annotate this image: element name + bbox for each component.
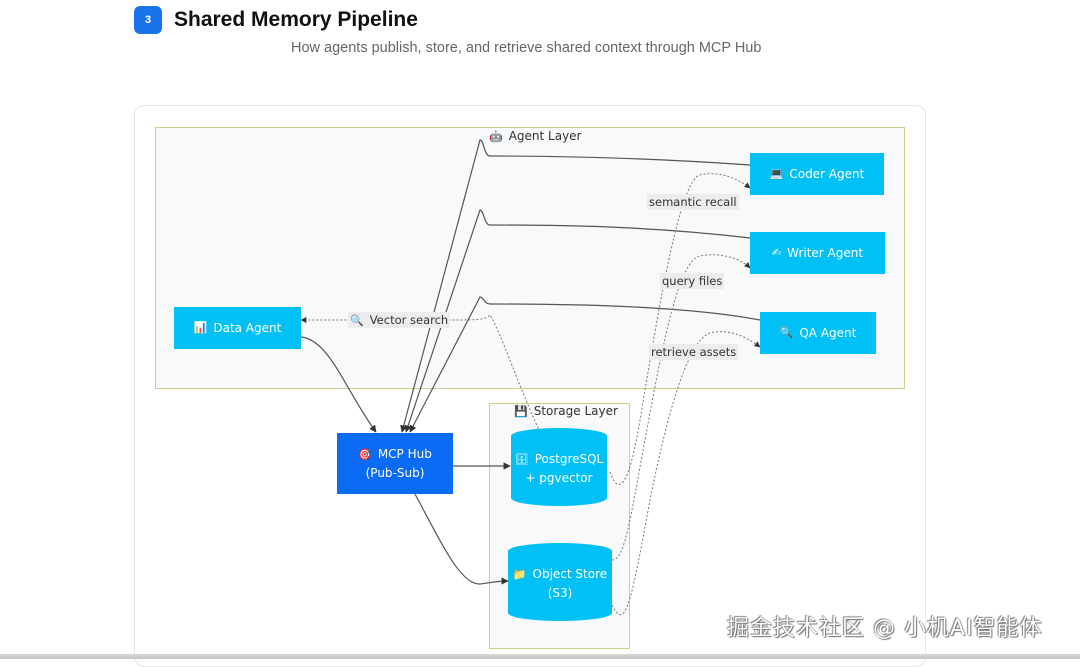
qa-agent-label: QA Agent [799, 326, 857, 340]
mcp-hub-sublabel: (Pub-Sub) [365, 466, 425, 480]
target-icon: 🎯 [358, 448, 372, 461]
laptop-icon: 💻 [769, 167, 784, 180]
edge-objectstore-to-writer [611, 254, 751, 561]
agent-layer-title: Agent Layer [508, 129, 582, 143]
edge-data-to-hub [300, 336, 377, 433]
data-agent-node[interactable]: 📊 Data Agent [174, 307, 301, 349]
edge-writer-to-hub [404, 209, 751, 433]
vector-search-text: Vector search [369, 313, 449, 327]
postgres-cylinder-shape [511, 428, 607, 506]
writer-agent-node[interactable]: ✍ Writer Agent [750, 232, 885, 274]
postgres-sublabel: + pgvector [525, 470, 593, 485]
objectstore-cylinder-shape [508, 543, 612, 621]
edge-label-semantic-recall: semantic recall [647, 194, 739, 210]
edge-label-vector-search: 🔍 Vector search [348, 312, 451, 328]
magnifier-icon: 🔍 [779, 326, 794, 339]
storage-layer-label: 💾 Storage Layer [514, 404, 618, 418]
postgres-node[interactable]: 🗄 PostgreSQL + pgvector [511, 440, 607, 496]
section-subtitle: How agents publish, store, and retrieve … [291, 40, 762, 56]
writer-agent-label: Writer Agent [787, 246, 864, 260]
magnifier-icon: 🔍 [350, 314, 364, 327]
divider-line [134, 600, 135, 655]
writing-hand-icon: ✍ [771, 246, 782, 259]
objectstore-label: Object Store [532, 566, 608, 581]
section-title: Shared Memory Pipeline [174, 8, 418, 31]
coder-agent-node[interactable]: 💻 Coder Agent [750, 153, 884, 195]
watermark: 掘金技术社区 @ 小机AI智能体 [727, 616, 1043, 641]
bar-chart-icon: 📊 [193, 321, 208, 334]
database-icon: 🗄 [514, 452, 529, 466]
bottom-scroll-edge [0, 654, 1080, 659]
edge-postgres-to-coder [609, 173, 751, 485]
edge-objectstore-to-qa [611, 331, 761, 616]
postgres-label: PostgreSQL [534, 451, 604, 466]
edge-qa-to-hub [409, 296, 761, 433]
floppy-disk-icon: 💾 [514, 405, 528, 418]
agent-layer-label: 🤖 Agent Layer [489, 129, 582, 143]
mcp-hub-label: MCP Hub [377, 447, 432, 461]
edge-label-retrieve-assets: retrieve assets [649, 344, 739, 360]
objectstore-node[interactable]: 📁 Object Store (S3) [508, 555, 612, 611]
edge-hub-to-objectstore [414, 493, 509, 585]
step-number-badge: 3 [134, 6, 162, 34]
folder-icon: 📁 [512, 567, 527, 581]
data-agent-label: Data Agent [213, 321, 282, 335]
objectstore-sublabel: (S3) [547, 585, 573, 600]
robot-icon: 🤖 [489, 130, 503, 143]
edge-coder-to-hub [400, 139, 751, 433]
edge-postgres-to-data [300, 314, 541, 433]
mcp-hub-node[interactable]: 🎯 MCP Hub (Pub-Sub) [337, 433, 453, 494]
coder-agent-label: Coder Agent [789, 167, 865, 181]
storage-layer-title: Storage Layer [533, 404, 618, 418]
qa-agent-node[interactable]: 🔍 QA Agent [760, 312, 876, 354]
edge-label-query-files: query files [660, 273, 725, 289]
